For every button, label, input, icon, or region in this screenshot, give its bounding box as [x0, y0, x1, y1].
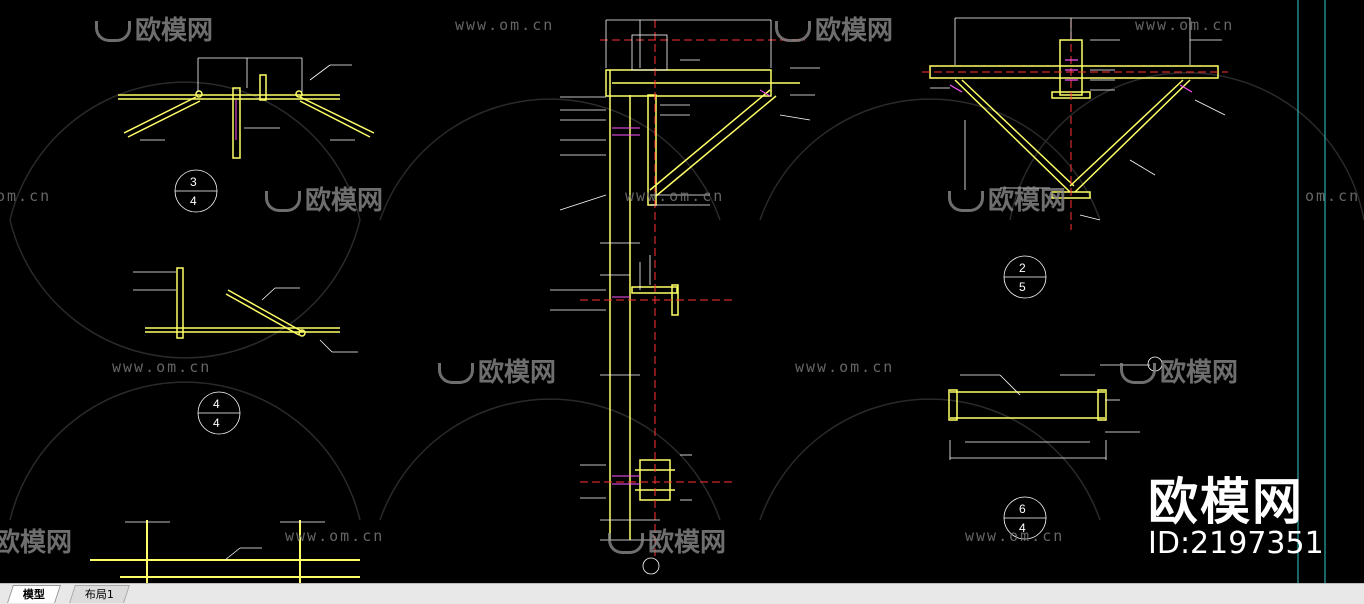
watermark-sofa-icon — [1120, 363, 1156, 384]
watermark-url: www.om.cn — [455, 16, 555, 34]
watermark-url: www.om.cn — [1135, 16, 1235, 34]
watermark-logo: 欧模网 — [775, 10, 893, 47]
detail-6-sheet: 4 — [1019, 521, 1026, 535]
watermark-sofa-icon — [438, 363, 474, 384]
tab-model[interactable]: 模型 — [7, 585, 61, 603]
watermark-logo: 欧模网 — [1120, 352, 1238, 389]
watermark-logo: 欧模网 — [438, 352, 556, 389]
watermark-logo: 欧模网 — [95, 10, 213, 47]
detail-2-sheet: 5 — [1019, 280, 1026, 294]
drawing-canvas[interactable]: 3 4 4 4 2 5 6 4 欧模网 www.om.cn 欧模网 www.om… — [0, 0, 1364, 583]
detail-3-number: 3 — [190, 175, 197, 189]
watermark-url: www.om.cn — [285, 527, 385, 545]
watermark-url: www.om.cn — [625, 187, 725, 205]
watermark-sofa-icon — [775, 21, 811, 42]
watermark-logo-fragment: 欧模网 — [0, 528, 73, 558]
detail-6-number: 6 — [1019, 502, 1026, 516]
watermark-url: www.om.cn — [965, 527, 1065, 545]
watermark-sofa-icon — [265, 191, 301, 212]
watermark-url: www.om.cn — [112, 358, 212, 376]
model-id-label: ID:2197351 — [1148, 526, 1324, 561]
detail-4-sheet: 4 — [213, 416, 220, 430]
watermark-sofa-icon — [948, 191, 984, 212]
watermark-url: www.om.cn — [795, 358, 895, 376]
cad-drawing — [9, 0, 1364, 583]
tab-layout1[interactable]: 布局1 — [69, 585, 130, 603]
watermark-logo: 欧模网 — [948, 180, 1066, 217]
watermark-logo: 欧模网 — [265, 180, 383, 217]
watermark-url-fragment: om.cn — [1305, 187, 1361, 205]
detail-2-number: 2 — [1019, 261, 1026, 275]
layout-tab-bar: 模型 布局1 — [0, 583, 1364, 604]
detail-4-number: 4 — [213, 397, 220, 411]
watermark-url-fragment: om.cn — [0, 187, 52, 205]
brand-watermark: 欧模网 — [1148, 473, 1304, 531]
watermark-sofa-icon — [608, 533, 644, 554]
watermark-sofa-icon — [95, 21, 131, 42]
watermark-logo: 欧模网 — [608, 522, 726, 559]
detail-3-sheet: 4 — [190, 194, 197, 208]
